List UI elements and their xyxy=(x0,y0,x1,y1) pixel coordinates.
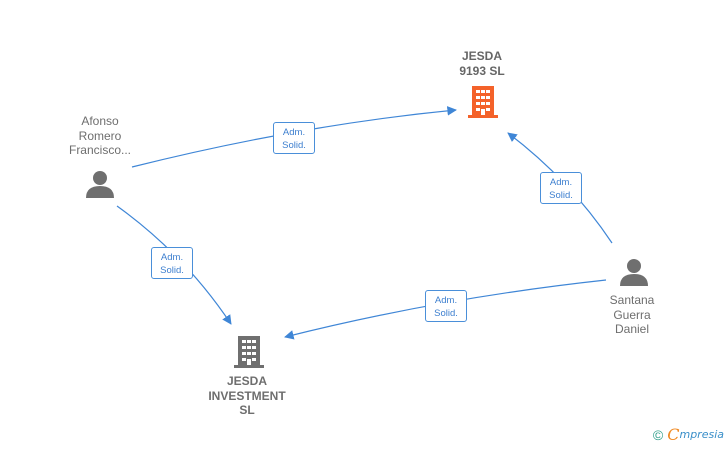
person-label-santana[interactable]: Santana Guerra Daniel xyxy=(609,293,655,336)
brand-name: mpresia xyxy=(679,428,724,441)
copyright-icon: © xyxy=(652,426,664,443)
empresia-watermark: © C mpresia xyxy=(653,425,724,444)
edge-label-afonso-jesda-investment: Adm. Solid. xyxy=(151,247,193,279)
building-icon[interactable] xyxy=(234,336,264,368)
person-icon[interactable] xyxy=(86,171,114,198)
person-icon[interactable] xyxy=(620,259,648,286)
company-label-jesda-investment[interactable]: JESDA INVESTMENT SL xyxy=(208,374,286,417)
edge-label-santana-jesda-investment: Adm. Solid. xyxy=(425,290,467,322)
edge-label-santana-jesda-9193: Adm. Solid. xyxy=(540,172,582,204)
company-label-jesda-9193[interactable]: JESDA 9193 SL xyxy=(459,49,505,78)
person-label-afonso[interactable]: Afonso Romero Francisco... xyxy=(68,114,131,157)
building-icon[interactable] xyxy=(468,86,498,118)
brand-initial: C xyxy=(667,425,680,444)
edge-label-afonso-jesda-9193: Adm. Solid. xyxy=(273,122,315,154)
